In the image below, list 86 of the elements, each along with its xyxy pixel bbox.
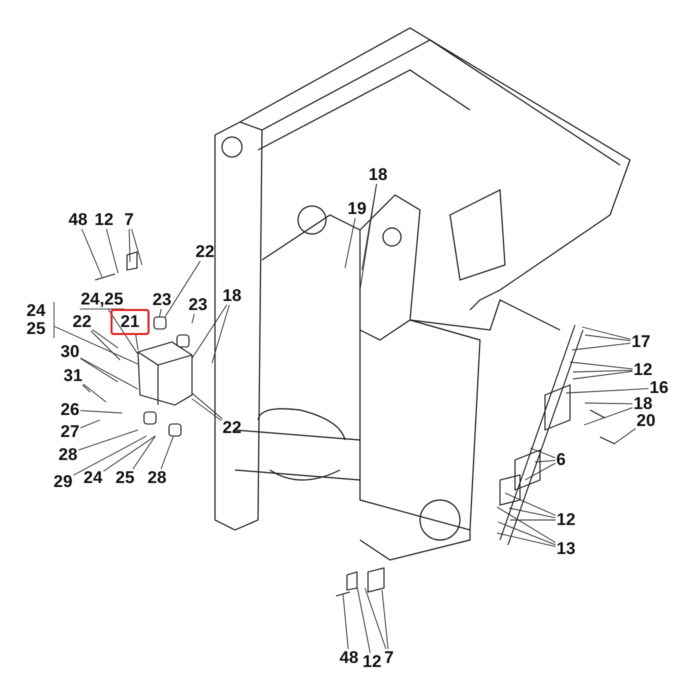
leader-line	[342, 594, 349, 650]
leader-line	[530, 448, 556, 458]
valve-block-drawing	[137, 316, 193, 437]
callout-number: 21	[110, 309, 150, 335]
leader-line	[83, 384, 106, 402]
callout-number: 12	[556, 511, 576, 529]
leader-line	[360, 184, 378, 290]
leader-line	[614, 428, 636, 444]
leader-line	[78, 429, 138, 451]
leader-line	[496, 532, 556, 548]
callout-number: 18	[222, 287, 242, 305]
leader-line	[192, 304, 228, 359]
leader-line	[192, 398, 222, 422]
callout-number: 13	[556, 540, 576, 558]
callout-number: 22	[222, 419, 242, 437]
leader-line	[572, 370, 633, 380]
callout-number: 27	[60, 423, 80, 441]
leader-line	[584, 407, 633, 426]
callout-number: 7	[123, 211, 135, 229]
callout-number: 20	[636, 412, 656, 430]
leader-line	[364, 588, 386, 650]
callout-number: 48	[68, 211, 88, 229]
leader-line	[80, 358, 138, 390]
leader-line	[73, 436, 148, 476]
leader-line	[106, 228, 118, 274]
callout-number: 12	[362, 653, 382, 671]
leader-line	[192, 314, 195, 324]
leader-line	[81, 228, 102, 278]
callout-number: 29	[52, 473, 74, 491]
callout-number: 23	[188, 296, 208, 314]
callout-number: 12	[632, 361, 654, 379]
leader-line	[566, 388, 649, 394]
leader-line	[508, 508, 556, 518]
leader-line	[498, 522, 556, 546]
leader-line	[534, 460, 556, 462]
leader-line	[90, 330, 120, 360]
leader-line	[570, 362, 633, 370]
leader-line	[160, 436, 174, 470]
callout-number: 24	[82, 469, 104, 487]
callout-number: 23	[152, 291, 172, 309]
callout-number: 30	[60, 343, 80, 361]
callout-number: 28	[58, 446, 78, 464]
callout-number: 22	[72, 313, 92, 331]
leader-line	[82, 384, 90, 392]
leader-line	[80, 410, 122, 414]
callout-number: 48	[338, 649, 360, 667]
leader-line	[212, 304, 230, 364]
callout-number: 22	[194, 243, 216, 261]
leader-line	[572, 342, 631, 350]
callout-number: 24 25	[26, 302, 54, 338]
callout-number: 18	[632, 395, 654, 413]
leader-line	[192, 392, 223, 420]
leader-line	[582, 326, 631, 340]
callout-number: 26	[60, 401, 80, 419]
callout-number: 28	[146, 469, 168, 487]
leader-line	[356, 586, 371, 654]
callout-number: 16	[648, 379, 670, 397]
callout-number: 31	[62, 367, 84, 385]
callout-number: 7	[383, 649, 395, 667]
leader-line	[524, 462, 556, 480]
leader-line	[128, 228, 130, 262]
leader-line	[135, 334, 138, 351]
callout-number: 24,25	[80, 290, 124, 310]
leader-line	[132, 436, 156, 470]
callout-number: 19	[346, 200, 368, 218]
callout-number: 6	[555, 451, 567, 469]
leader-line	[362, 184, 377, 270]
leader-line	[344, 218, 356, 268]
leader-line	[54, 326, 138, 365]
callout-number: 17	[630, 333, 652, 351]
leader-line	[80, 358, 118, 382]
leader-line	[584, 402, 633, 404]
leader-line	[158, 308, 162, 318]
leader-line	[584, 334, 631, 342]
leader-line	[164, 260, 201, 318]
leader-line	[504, 492, 556, 516]
callout-number: 25	[114, 469, 136, 487]
leader-line	[131, 228, 142, 266]
callout-number: 18	[368, 166, 388, 184]
callout-number: 12	[94, 211, 114, 229]
leader-line	[103, 436, 156, 472]
leader-line	[80, 420, 100, 428]
leader-line	[92, 329, 118, 348]
leader-line	[572, 370, 633, 372]
leader-line	[382, 590, 389, 650]
leader-line	[496, 506, 556, 544]
